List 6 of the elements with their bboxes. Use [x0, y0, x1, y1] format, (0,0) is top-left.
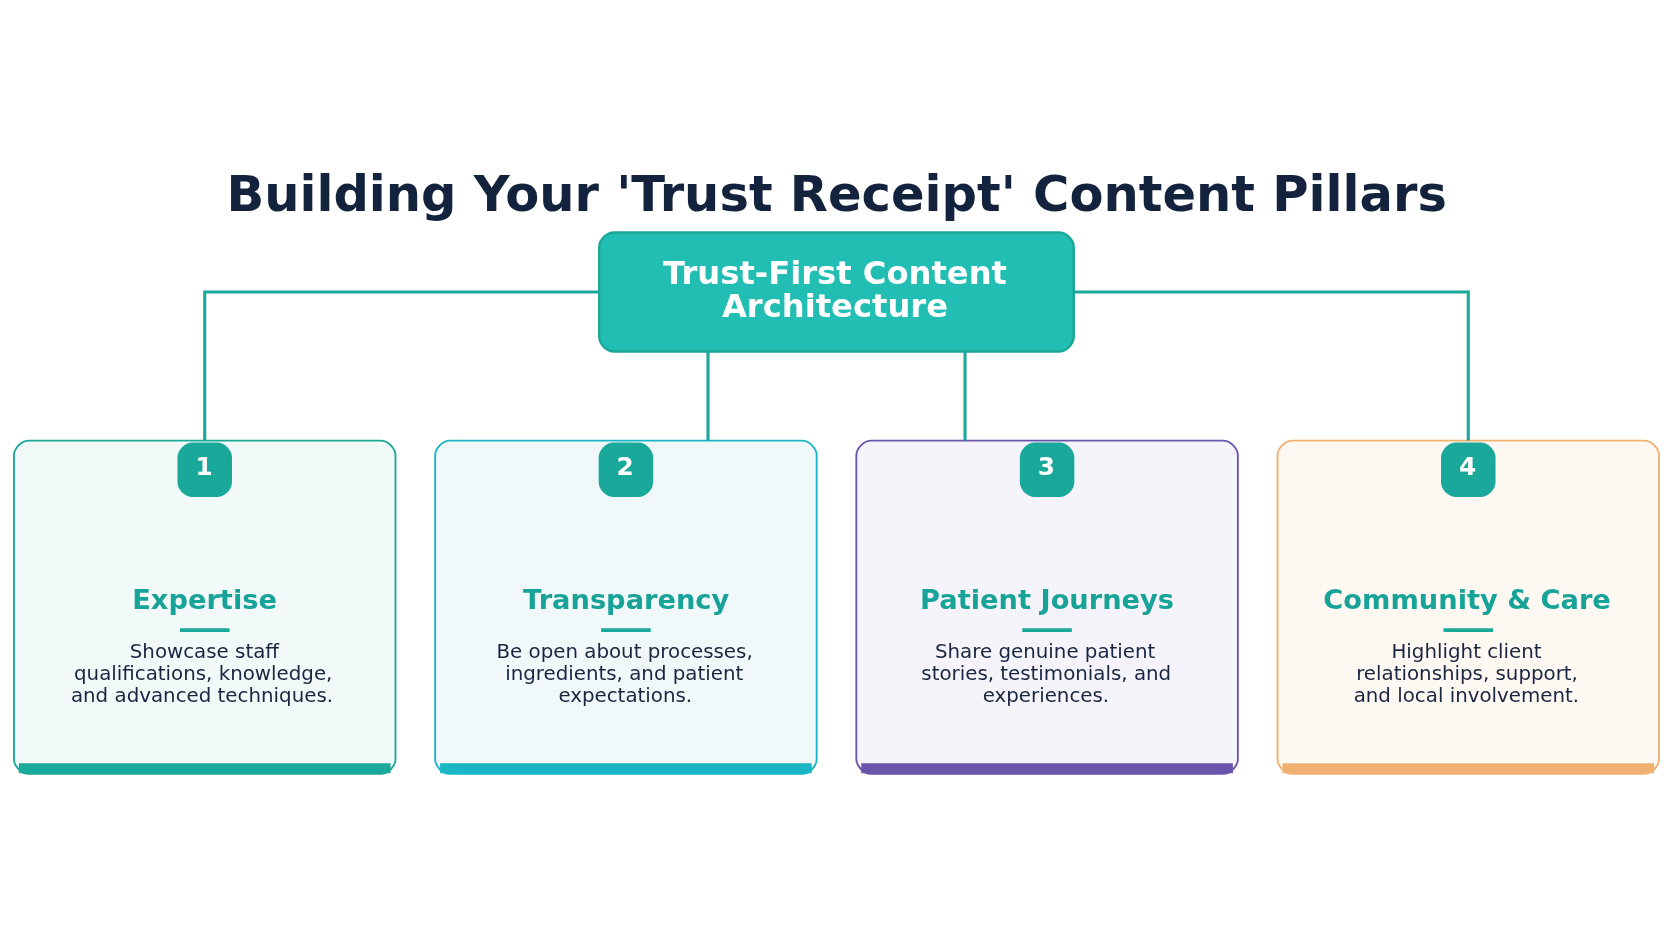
- connector: [1073, 289, 1470, 440]
- diagram-title: Building Your 'Trust Receipt' Content Pillars: [225, 164, 1447, 223]
- connector: [202, 289, 599, 440]
- node-box: Trust-First Content Architecture: [597, 230, 1075, 353]
- connector: [705, 351, 710, 440]
- connector: [962, 351, 967, 440]
